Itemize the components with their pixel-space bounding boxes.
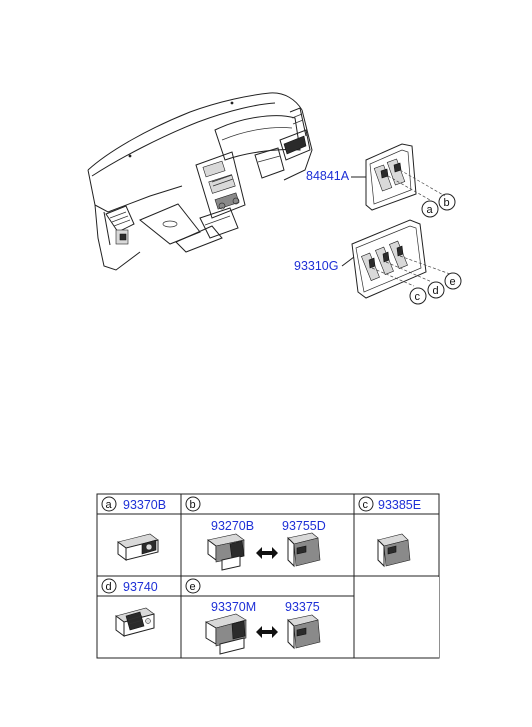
callout-circle-c: [409, 287, 427, 305]
part-number-label[interactable]: 93370M: [211, 600, 256, 614]
part-number-label[interactable]: 93755D: [282, 519, 326, 533]
switch-bezel-lower: [351, 219, 427, 299]
part-number-label[interactable]: 84841A: [306, 169, 350, 183]
cell-letter: e: [190, 581, 196, 593]
callout-circle-d: [427, 281, 445, 299]
dash-vent-dot: [128, 154, 132, 158]
cell-letter: c: [363, 499, 369, 511]
part-number-label[interactable]: 93375: [285, 600, 320, 614]
center-vent-left: [202, 160, 226, 178]
callout-letter: e: [450, 276, 456, 288]
switch-bezel-upper: [365, 143, 417, 211]
cell-letter: b: [190, 499, 196, 511]
switch-part-93370B: [117, 533, 159, 561]
callout-93310G: 93310G c d e: [294, 219, 462, 305]
switch-part-93755D: [287, 532, 321, 568]
table-cell-b: b 93270B 93755D: [185, 496, 326, 571]
part-number-label[interactable]: 93270B: [211, 519, 254, 533]
table-cell-d: d 93740: [101, 578, 158, 637]
parts-table: a 93370B b 93270B 93755D: [96, 493, 440, 659]
switch-part-93385E: [377, 533, 411, 568]
switch-part-93270B: [207, 533, 245, 571]
part-number-label[interactable]: 93310G: [294, 259, 338, 273]
table-cell-c: c 93385E: [358, 496, 421, 568]
dash-vent-dot: [230, 101, 234, 105]
callout-circle-a: [421, 200, 439, 218]
dashboard-illustration: [87, 92, 313, 271]
callout-letter: a: [427, 204, 434, 216]
callout-letter: c: [415, 291, 421, 303]
callout-letter: d: [433, 285, 439, 297]
table-cell-e: e 93370M 93375: [185, 578, 321, 655]
part-number-label[interactable]: 93740: [123, 580, 158, 594]
callout-84841A: 84841A a b: [306, 143, 456, 218]
callout-letter: b: [444, 197, 450, 209]
cell-letter: d: [106, 581, 112, 593]
switch-part-93370M: [205, 613, 247, 655]
double-arrow-icon: [256, 547, 278, 559]
cell-letter: a: [106, 499, 113, 511]
callout-circle-e: [444, 272, 462, 290]
callout-circle-b: [438, 193, 456, 211]
part-number-label[interactable]: 93370B: [123, 498, 166, 512]
double-arrow-icon: [256, 626, 278, 638]
center-climate-panel: [214, 192, 240, 210]
center-radio: [208, 174, 236, 194]
switch-part-93740: [115, 607, 155, 637]
part-number-label[interactable]: 93385E: [378, 498, 421, 512]
table-cell-a: a 93370B: [101, 496, 166, 561]
switch-part-93375: [287, 614, 321, 650]
